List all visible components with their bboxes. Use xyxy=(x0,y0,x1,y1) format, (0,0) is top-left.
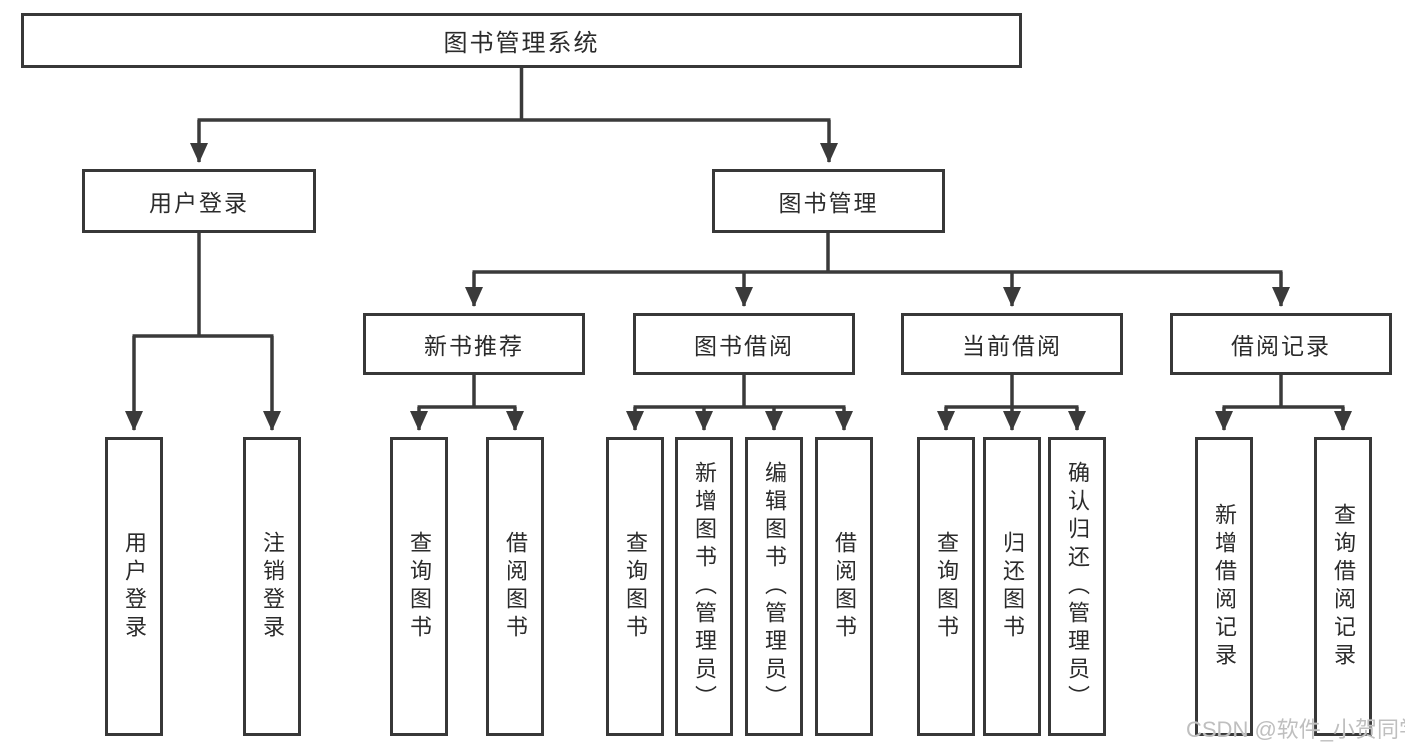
leaf-confirm-return-admin: 确认归还（管理员） xyxy=(1048,437,1106,736)
connector-book-manage-children xyxy=(465,233,1290,307)
leaf-borrow-book: 借阅图书 xyxy=(815,437,873,736)
node-label: 图书借阅 xyxy=(694,333,794,359)
node-label: 注销登录 xyxy=(260,530,285,643)
leaf-logout: 注销登录 xyxy=(243,437,301,736)
leaf-borrow-book-recommend: 借阅图书 xyxy=(486,437,544,736)
connector-user-login-children xyxy=(125,233,281,431)
leaf-return-book: 归还图书 xyxy=(983,437,1041,736)
node-label: 归还图书 xyxy=(1000,530,1025,643)
node-label: 用户登录 xyxy=(122,530,147,643)
connector-root-to-level2 xyxy=(190,68,838,163)
leaf-query-book-borrow: 查询图书 xyxy=(606,437,664,736)
node-label: 查询图书 xyxy=(623,530,648,643)
connector-new-book-children xyxy=(410,375,524,431)
node-label: 当前借阅 xyxy=(962,333,1062,359)
leaf-user-login: 用户登录 xyxy=(105,437,163,736)
node-library-management-system: 图书管理系统 xyxy=(21,13,1022,68)
connector-book-borrow-children xyxy=(626,375,853,431)
node-borrow-record: 借阅记录 xyxy=(1170,313,1392,375)
node-book-management: 图书管理 xyxy=(712,169,945,233)
node-label: 查询借阅记录 xyxy=(1331,502,1356,671)
node-label: 新书推荐 xyxy=(424,333,524,359)
node-label: 图书管理 xyxy=(778,190,879,216)
node-label: 图书管理系统 xyxy=(443,30,600,57)
connector-borrow-record-children xyxy=(1215,375,1352,431)
node-label: 编辑图书（管理员） xyxy=(762,460,787,713)
node-label: 查询图书 xyxy=(407,530,432,643)
node-label: 借阅图书 xyxy=(503,530,528,643)
leaf-query-book-current: 查询图书 xyxy=(917,437,975,736)
leaf-query-borrow-record: 查询借阅记录 xyxy=(1314,437,1372,736)
node-label: 新增借阅记录 xyxy=(1212,502,1237,671)
leaf-add-book-admin: 新增图书（管理员） xyxy=(675,437,733,736)
leaf-add-borrow-record: 新增借阅记录 xyxy=(1195,437,1253,736)
csdn-watermark: CSDN @软件_小贺同学 xyxy=(1186,717,1405,742)
node-current-borrow: 当前借阅 xyxy=(901,313,1123,375)
node-label: 用户登录 xyxy=(149,190,249,216)
leaf-query-book-recommend: 查询图书 xyxy=(390,437,448,736)
connector-current-borrow-children xyxy=(937,375,1086,431)
node-book-borrow: 图书借阅 xyxy=(633,313,855,375)
node-label: 新增图书（管理员） xyxy=(692,460,717,713)
leaf-edit-book-admin: 编辑图书（管理员） xyxy=(745,437,803,736)
node-new-book-recommend: 新书推荐 xyxy=(363,313,585,375)
node-user-login: 用户登录 xyxy=(82,169,316,233)
node-label: 借阅记录 xyxy=(1231,333,1331,359)
node-label: 确认归还（管理员） xyxy=(1065,460,1090,713)
node-label: 查询图书 xyxy=(934,530,959,643)
node-label: 借阅图书 xyxy=(832,530,857,643)
